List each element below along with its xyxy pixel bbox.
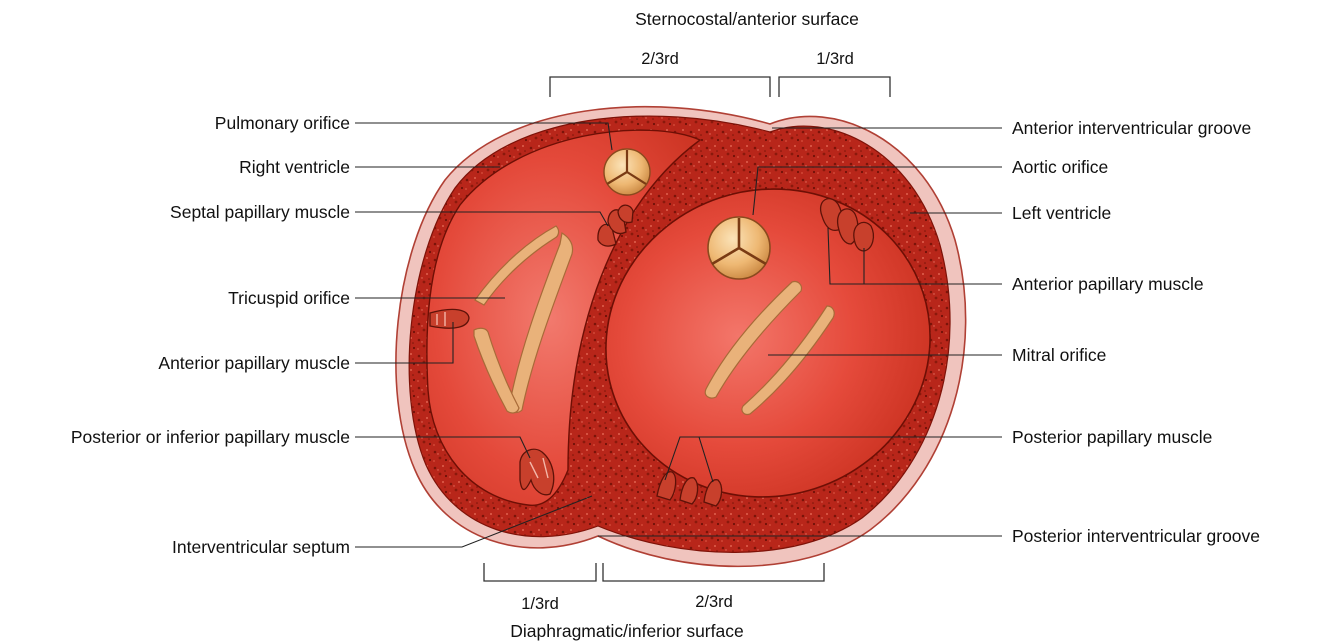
label-posterior-inferior-papillary-muscle: Posterior or inferior papillary muscle xyxy=(71,427,350,447)
pulmonary-valve xyxy=(604,149,650,195)
label-posterior-interventricular-groove: Posterior interventricular groove xyxy=(1012,526,1260,546)
top-brackets xyxy=(550,77,890,97)
bottom-surface-title: Diaphragmatic/inferior surface xyxy=(510,621,743,641)
label-left-anterior-papillary-muscle: Anterior papillary muscle xyxy=(1012,274,1204,294)
label-posterior-papillary-muscle: Posterior papillary muscle xyxy=(1012,427,1212,447)
label-septal-papillary-muscle: Septal papillary muscle xyxy=(170,202,350,222)
label-anterior-interventricular-groove: Anterior interventricular groove xyxy=(1012,118,1251,138)
bottom-brackets xyxy=(484,563,824,581)
aortic-valve xyxy=(708,217,770,279)
right-anterior-papillary-muscle xyxy=(430,309,469,328)
label-left-ventricle: Left ventricle xyxy=(1012,203,1111,223)
top-surface-title: Sternocostal/anterior surface xyxy=(635,9,859,29)
label-right-anterior-papillary-muscle: Anterior papillary muscle xyxy=(158,353,350,373)
label-tricuspid-orifice: Tricuspid orifice xyxy=(228,288,350,308)
label-aortic-orifice: Aortic orifice xyxy=(1012,157,1108,177)
top-right-fraction: 1/3rd xyxy=(816,50,854,68)
label-pulmonary-orifice: Pulmonary orifice xyxy=(215,113,350,133)
bottom-left-fraction: 1/3rd xyxy=(521,595,559,613)
label-mitral-orifice: Mitral orifice xyxy=(1012,345,1106,365)
bottom-right-fraction: 2/3rd xyxy=(695,593,733,611)
label-interventricular-septum: Interventricular septum xyxy=(172,537,350,557)
top-left-fraction: 2/3rd xyxy=(641,50,679,68)
label-right-ventricle: Right ventricle xyxy=(239,157,350,177)
